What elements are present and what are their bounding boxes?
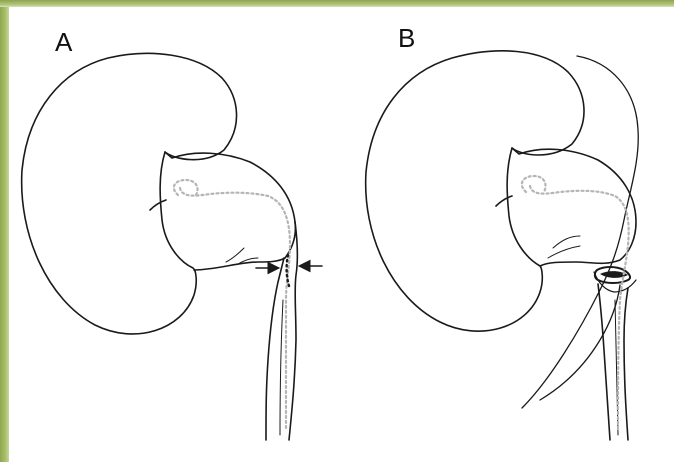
ureter-right-wall-a [289,222,297,440]
kidney-outline-b [366,51,584,331]
panel-a [22,53,322,440]
pelvis-fold-a [226,248,244,262]
dotted-catheter-b [530,186,629,430]
ureter-inner-line-a [280,300,283,435]
ureter-right-wall-b [624,288,628,440]
dotted-calyx-b [522,176,546,192]
hilum-b [496,196,512,206]
ureter-left-wall-b [598,284,610,440]
hilum-a [150,200,166,210]
kidney-outline-a [22,53,237,334]
renal-pelvis-a [165,152,295,270]
guide-wire-b [522,56,638,408]
pelvis-fold-b [553,236,580,248]
guide-wire-lower-b [540,285,620,400]
dotted-calyx-a [174,180,198,195]
panel-b [366,51,639,440]
